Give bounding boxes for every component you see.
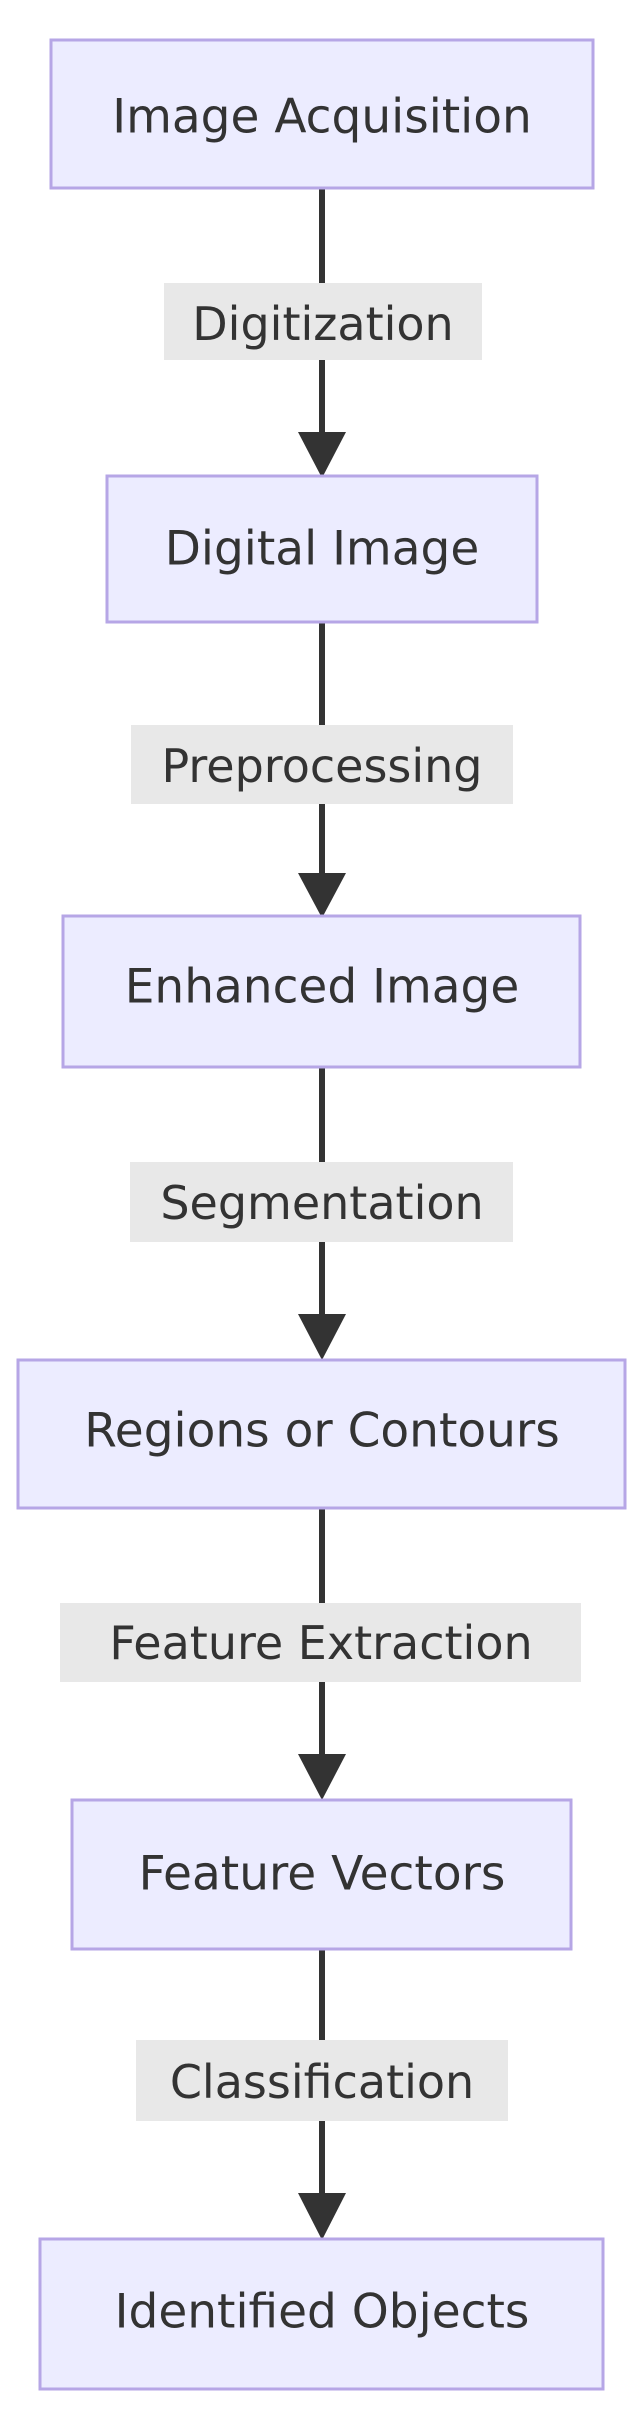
node-box xyxy=(16,1358,627,1510)
edge-label-bg xyxy=(164,283,482,360)
node-label-regions-or-contours: Regions or Contours xyxy=(84,1404,560,1459)
node-box xyxy=(70,1798,573,1951)
edge-feature-extraction: Feature Extraction xyxy=(60,1508,581,1800)
arrow-head xyxy=(298,1314,346,1360)
edge-label-preprocessing: Preprocessing xyxy=(161,739,482,793)
node-identified-objects: Identified Objects xyxy=(38,2237,605,2391)
edge-preprocessing: Preprocessing xyxy=(131,622,513,918)
node-box xyxy=(105,474,539,624)
arrow-head xyxy=(298,432,346,478)
node-box xyxy=(38,2237,605,2391)
edge-segmentation: Segmentation xyxy=(130,1067,513,1360)
node-regions-or-contours: Regions or Contours xyxy=(16,1358,627,1510)
edge-label-bg xyxy=(130,1162,513,1242)
edge-classification: Classification xyxy=(136,1949,508,2240)
node-enhanced-image: Enhanced Image xyxy=(61,914,582,1069)
node-label-digital-image: Digital Image xyxy=(165,522,480,577)
node-box xyxy=(49,38,595,190)
arrow-head xyxy=(298,1754,346,1800)
edge-label-bg xyxy=(131,725,513,804)
node-image-acquisition: Image Acquisition xyxy=(49,38,595,190)
edge-label-feature-extraction: Feature Extraction xyxy=(109,1616,532,1670)
node-label-enhanced-image: Enhanced Image xyxy=(125,960,520,1015)
edge-label-bg xyxy=(136,2040,508,2121)
node-label-identified-objects: Identified Objects xyxy=(115,2285,530,2340)
edge-label-segmentation: Segmentation xyxy=(160,1176,483,1230)
node-box xyxy=(61,914,582,1069)
node-label-feature-vectors: Feature Vectors xyxy=(139,1847,506,1902)
arrow-head xyxy=(298,2193,346,2240)
edge-label-bg xyxy=(60,1603,581,1682)
edge-label-digitization: Digitization xyxy=(192,297,453,351)
node-feature-vectors: Feature Vectors xyxy=(70,1798,573,1951)
edge-digitization: Digitization xyxy=(164,188,482,478)
node-label-image-acquisition: Image Acquisition xyxy=(112,90,532,145)
edge-label-classification: Classification xyxy=(170,2055,474,2109)
node-digital-image: Digital Image xyxy=(105,474,539,624)
arrow-head xyxy=(298,873,346,918)
